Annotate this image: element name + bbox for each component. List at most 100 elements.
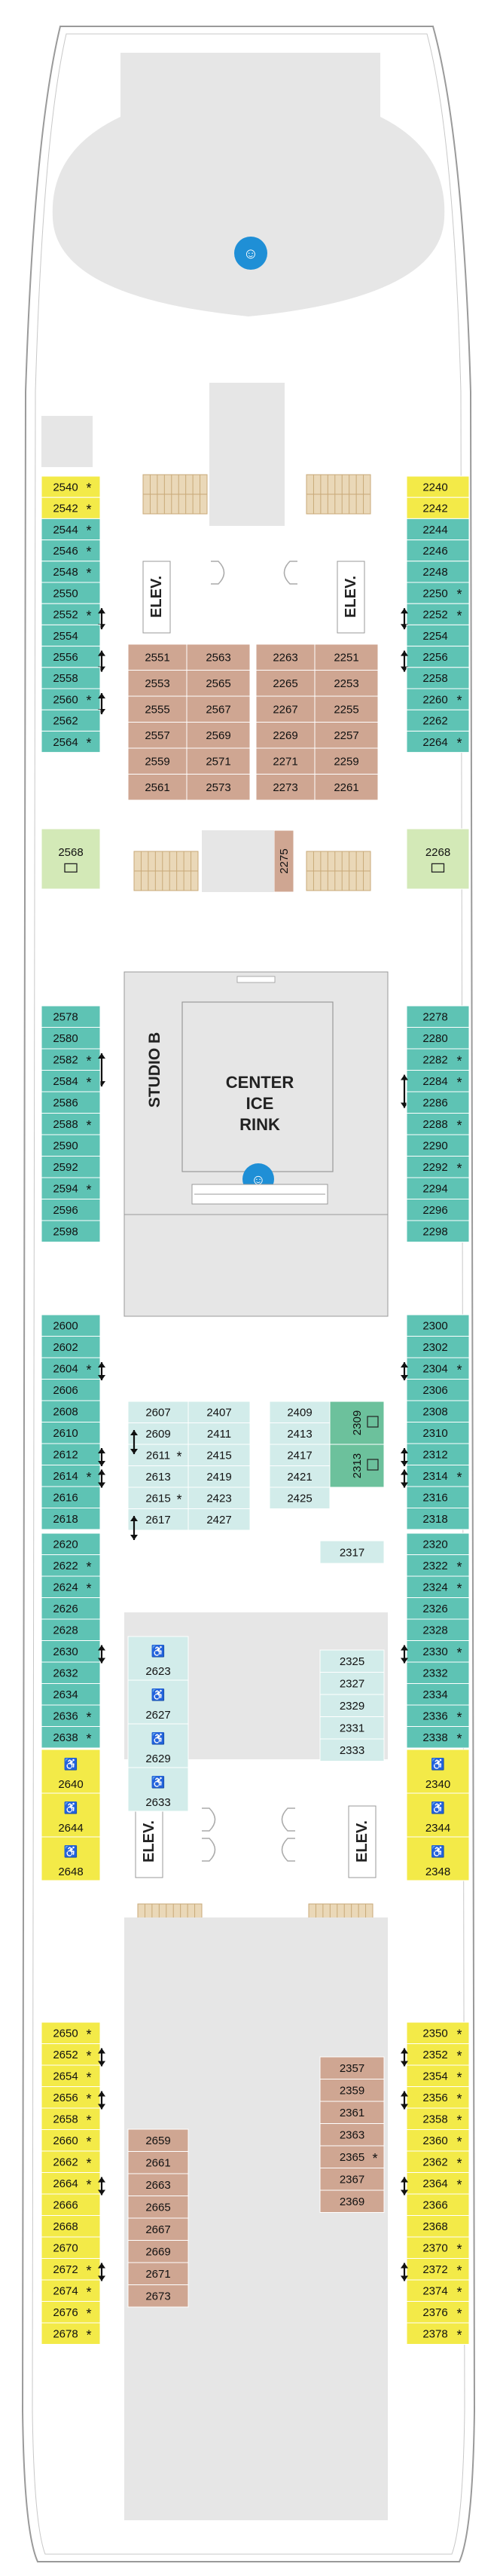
cabin-2669[interactable]: 2669 [127,2240,189,2263]
cabin-2358[interactable]: 2358* [406,2107,470,2130]
cabin-2654[interactable]: 2654* [41,2064,101,2087]
cabin-2671[interactable]: 2671 [127,2262,189,2285]
cabin-2252[interactable]: 2252* [406,603,470,625]
cabin-2409[interactable]: 2409 [269,1401,331,1423]
cabin-2372[interactable]: 2372* [406,2258,470,2281]
cabin-2656[interactable]: 2656* [41,2086,101,2109]
cabin-2624[interactable]: 2624* [41,1575,101,1598]
cabin-2633[interactable]: ♿2633 [127,1767,189,1812]
cabin-2265[interactable]: 2265 [255,670,316,697]
cabin-2565[interactable]: 2565 [186,670,251,697]
cabin-2666[interactable]: 2666 [41,2193,101,2216]
cabin-2354[interactable]: 2354* [406,2064,470,2087]
cabin-2325[interactable]: 2325 [319,1649,385,1673]
cabin-2610[interactable]: 2610 [41,1422,101,1444]
cabin-2659[interactable]: 2659 [127,2128,189,2152]
cabin-2668[interactable]: 2668 [41,2215,101,2238]
cabin-2290[interactable]: 2290 [406,1134,470,1157]
cabin-2615[interactable]: 2615* [127,1487,189,1509]
cabin-2557[interactable]: 2557 [127,722,188,749]
cabin-2561[interactable]: 2561 [127,774,188,801]
cabin-2271[interactable]: 2271 [255,747,316,775]
cabin-2280[interactable]: 2280 [406,1027,470,1050]
cabin-2250[interactable]: 2250* [406,582,470,604]
cabin-2278[interactable]: 2278 [406,1005,470,1028]
cabin-2407[interactable]: 2407 [188,1401,251,1423]
cabin-2313[interactable]: 2313 [329,1444,385,1488]
cabin-2419[interactable]: 2419 [188,1465,251,1488]
cabin-2296[interactable]: 2296 [406,1199,470,1221]
cabin-2609[interactable]: 2609 [127,1422,189,1445]
cabin-2567[interactable]: 2567 [186,695,251,723]
cabin-2336[interactable]: 2336* [406,1704,470,1727]
cabin-2314[interactable]: 2314* [406,1465,470,1487]
cabin-2334[interactable]: 2334 [406,1683,470,1706]
cabin-2662[interactable]: 2662* [41,2150,101,2173]
cabin-2622[interactable]: 2622* [41,1554,101,1577]
cabin-2580[interactable]: 2580 [41,1027,101,1050]
cabin-2367[interactable]: 2367 [319,2168,385,2191]
cabin-2618[interactable]: 2618 [41,1508,101,1530]
cabin-2256[interactable]: 2256 [406,646,470,668]
cabin-2568[interactable]: 2568 [41,828,101,890]
cabin-2246[interactable]: 2246 [406,539,470,562]
cabin-2264[interactable]: 2264* [406,730,470,753]
cabin-2294[interactable]: 2294 [406,1177,470,1199]
cabin-2674[interactable]: 2674* [41,2279,101,2302]
cabin-2369[interactable]: 2369 [319,2189,385,2213]
cabin-2604[interactable]: 2604* [41,1357,101,1380]
cabin-2263[interactable]: 2263 [255,643,316,671]
cabin-2310[interactable]: 2310 [406,1422,470,1444]
cabin-2629[interactable]: ♿2629 [127,1723,189,1768]
cabin-2240[interactable]: 2240 [406,475,470,498]
cabin-2548[interactable]: 2548* [41,561,101,583]
cabin-2425[interactable]: 2425 [269,1487,331,1509]
cabin-2630[interactable]: 2630 [41,1640,101,1663]
cabin-2616[interactable]: 2616 [41,1486,101,1508]
cabin-2344[interactable]: ♿2344 [406,1792,470,1838]
cabin-2632[interactable]: 2632 [41,1661,101,1684]
cabin-2627[interactable]: ♿2627 [127,1679,189,1725]
cabin-2267[interactable]: 2267 [255,695,316,723]
cabin-2328[interactable]: 2328 [406,1618,470,1641]
cabin-2317[interactable]: 2317 [319,1540,385,1564]
cabin-2569[interactable]: 2569 [186,722,251,749]
cabin-2251[interactable]: 2251 [314,643,379,671]
cabin-2338[interactable]: 2338* [406,1726,470,1749]
cabin-2300[interactable]: 2300 [406,1314,470,1337]
cabin-2678[interactable]: 2678* [41,2322,101,2345]
cabin-2661[interactable]: 2661 [127,2151,189,2174]
cabin-2309[interactable]: 2309 [329,1401,385,1445]
cabin-2322[interactable]: 2322* [406,1554,470,1577]
cabin-2255[interactable]: 2255 [314,695,379,723]
cabin-2592[interactable]: 2592 [41,1156,101,1178]
cabin-2306[interactable]: 2306 [406,1379,470,1401]
cabin-2634[interactable]: 2634 [41,1683,101,1706]
cabin-2542[interactable]: 2542* [41,497,101,519]
cabin-2268[interactable]: 2268 [406,828,470,890]
cabin-2612[interactable]: 2612 [41,1443,101,1465]
cabin-2308[interactable]: 2308 [406,1400,470,1422]
cabin-2364[interactable]: 2364* [406,2172,470,2195]
cabin-2552[interactable]: 2552* [41,603,101,625]
cabin-2554[interactable]: 2554 [41,624,101,647]
cabin-2376[interactable]: 2376* [406,2301,470,2324]
cabin-2584[interactable]: 2584* [41,1070,101,1092]
cabin-2623[interactable]: ♿2623 [127,1636,189,1681]
cabin-2361[interactable]: 2361 [319,2101,385,2124]
cabin-2628[interactable]: 2628 [41,1618,101,1641]
cabin-2427[interactable]: 2427 [188,1508,251,1531]
cabin-2275[interactable]: 2275 [273,830,294,893]
cabin-2304[interactable]: 2304* [406,1357,470,1380]
cabin-2636[interactable]: 2636* [41,1704,101,1727]
cabin-2421[interactable]: 2421 [269,1465,331,1488]
cabin-2415[interactable]: 2415 [188,1444,251,1466]
cabin-2551[interactable]: 2551 [127,643,188,671]
cabin-2261[interactable]: 2261 [314,774,379,801]
cabin-2588[interactable]: 2588* [41,1113,101,1135]
cabin-2423[interactable]: 2423 [188,1487,251,1509]
cabin-2332[interactable]: 2332 [406,1661,470,1684]
cabin-2670[interactable]: 2670 [41,2236,101,2259]
cabin-2417[interactable]: 2417 [269,1444,331,1466]
cabin-2366[interactable]: 2366 [406,2193,470,2216]
